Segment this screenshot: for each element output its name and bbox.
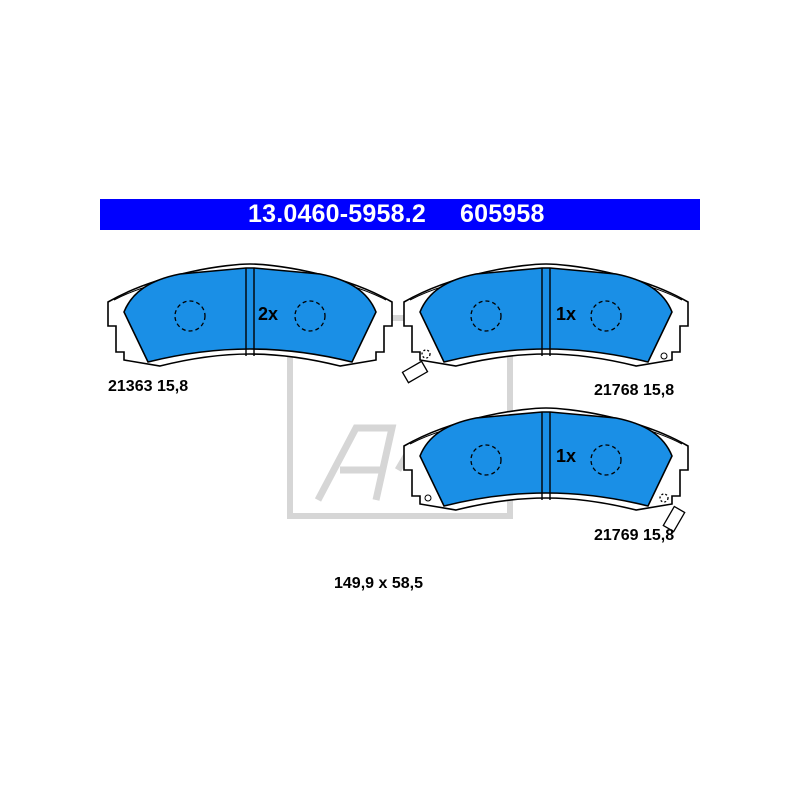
pad-quantity-label: 2x bbox=[258, 304, 279, 324]
brake-pad-21769 bbox=[403, 407, 689, 533]
pad-quantity-label: 1x bbox=[556, 446, 577, 466]
pad-spec-label-21768: 21768 15,8 bbox=[594, 382, 674, 400]
wear-sensor-clip bbox=[659, 493, 686, 533]
pad-thickness: 15,8 bbox=[642, 382, 675, 399]
article-code: 605958 bbox=[460, 200, 545, 228]
brake-pad-21363 bbox=[107, 263, 393, 367]
pad-quantity-label: 1x bbox=[556, 304, 577, 324]
pad-thickness: 15,8 bbox=[156, 378, 189, 395]
pad-ref: 21769 bbox=[594, 527, 639, 544]
header-bar: 13.0460-5958.2 605958 bbox=[100, 199, 700, 230]
pad-ref: 21768 bbox=[594, 382, 639, 399]
pad-thickness: 15,8 bbox=[642, 527, 675, 544]
pad-ref: 21363 bbox=[108, 378, 153, 395]
wear-sensor-clip bbox=[401, 349, 431, 384]
pad-spec-label-21363: 21363 15,8 bbox=[108, 378, 188, 396]
brake-pad-21768 bbox=[401, 263, 689, 384]
pad-spec-label-21769: 21769 15,8 bbox=[594, 527, 674, 545]
part-number: 13.0460-5958.2 bbox=[248, 200, 426, 228]
pad-dimensions: 149,9 x 58,5 bbox=[334, 575, 423, 592]
